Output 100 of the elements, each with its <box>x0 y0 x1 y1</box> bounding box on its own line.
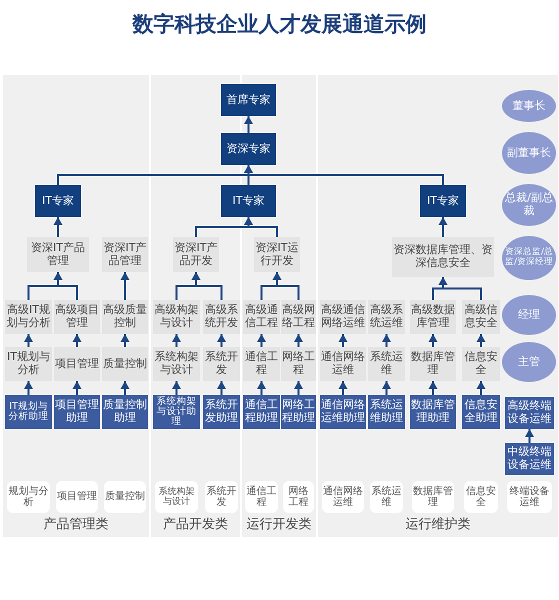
arrow <box>244 116 253 133</box>
arrow <box>217 334 226 347</box>
title: 数字科技企业人才发展通道示例 <box>131 11 428 38</box>
position-box: 高级通信工程 <box>243 300 280 334</box>
rank-oval: 董事长 <box>502 90 556 122</box>
position-box: 高级数据库管理 <box>410 300 456 334</box>
track-box: 系统开发 <box>205 481 238 513</box>
position-box: 质量控制 <box>102 347 148 381</box>
track-box: 通信工程 <box>245 481 278 513</box>
track-box: 数据库管理 <box>412 481 454 513</box>
track-box: 通信网络运维 <box>322 481 364 513</box>
assistant-box: 质量控制助理 <box>102 395 148 429</box>
track-box: 项目管理 <box>56 481 98 513</box>
arrow <box>172 381 181 395</box>
arrow <box>120 272 130 300</box>
arrow <box>192 272 222 300</box>
arrow <box>217 381 226 395</box>
position-box: 资深IT产品管理 <box>27 237 89 272</box>
assistant-box: 信息安全助理 <box>462 395 500 429</box>
position-box: 资深IT运行开发 <box>254 237 300 272</box>
arrow <box>120 334 130 347</box>
arrow <box>382 381 391 395</box>
arrow <box>54 217 62 237</box>
arrow <box>338 334 348 347</box>
position-box: 高级网络工程 <box>281 300 316 334</box>
assistant-box: IT规划与分析助理 <box>5 395 52 429</box>
track-box: 信息安全 <box>464 481 498 513</box>
position-box: 高级信息安全 <box>462 300 500 334</box>
position-box: 高级系统运维 <box>368 300 405 334</box>
expert-box: IT专家 <box>221 185 276 217</box>
track-box: 系统运维 <box>370 481 403 513</box>
position-box: 网络工程 <box>281 347 316 381</box>
expert-box: IT专家 <box>35 185 81 217</box>
assistant-box: 系统运维助理 <box>368 395 405 429</box>
position-box: 数据库管理 <box>410 347 456 381</box>
position-box: 资深数据库管理、资深信息安全 <box>392 237 494 277</box>
arrow <box>525 429 534 443</box>
assistant-box: 通信网络运维助理 <box>320 395 366 429</box>
position-box: 高级构架与设计 <box>153 300 200 334</box>
position-box: 资深IT产品管理 <box>102 237 148 272</box>
assistant-box: 高级终端设备运维 <box>505 397 554 429</box>
arrow <box>428 334 438 347</box>
position-box: 高级系统开发 <box>203 300 240 334</box>
position-box: 通信工程 <box>243 347 280 381</box>
assistant-box: 网络工程助理 <box>281 395 316 429</box>
arrow <box>257 334 266 347</box>
track-box: 系统构架与设计 <box>155 481 198 513</box>
rank-oval: 总裁/副总裁 <box>502 184 556 226</box>
position-box: 高级质量控制 <box>102 300 148 334</box>
arrow <box>438 277 482 300</box>
arrow <box>257 381 266 395</box>
position-box: 信息安全 <box>462 347 500 381</box>
arrow <box>272 272 300 300</box>
category-label: 运行开发类 <box>246 516 312 533</box>
position-box: 项目管理 <box>54 347 100 381</box>
assistant-box: 通信工程助理 <box>243 395 280 429</box>
position-box: 资深IT产品开发 <box>173 237 219 272</box>
assistant-box: 系统开发助理 <box>203 395 240 429</box>
category-panel <box>318 75 558 537</box>
arrow <box>428 381 438 395</box>
arrow <box>476 381 486 395</box>
arrow <box>72 334 82 347</box>
position-box: IT规划与分析 <box>5 347 52 381</box>
expert-box: 首席专家 <box>221 84 276 116</box>
assistant-box: 项目管理助理 <box>54 395 100 429</box>
arrow <box>120 381 130 395</box>
arrow <box>244 217 278 237</box>
expert-box: IT专家 <box>420 185 466 217</box>
assistant-box: 数据库管理助理 <box>410 395 456 429</box>
arrow <box>72 381 82 395</box>
arrow <box>24 334 33 347</box>
position-box: 高级项目管理 <box>54 300 100 334</box>
arrow <box>294 334 303 347</box>
arrow <box>382 334 391 347</box>
arrow <box>54 272 78 300</box>
track-box: 质量控制 <box>104 481 146 513</box>
assistant-box: 中级终端设备运维 <box>505 443 554 475</box>
position-box: 系统构架与设计 <box>153 347 200 381</box>
rank-oval: 经理 <box>502 295 556 335</box>
arrow <box>24 381 33 395</box>
category-panel <box>3 75 149 537</box>
category-label: 产品开发类 <box>162 516 229 533</box>
track-box: 规划与分析 <box>7 481 50 513</box>
track-box: 终端设备运维 <box>507 481 552 513</box>
position-box: 通信网络运维 <box>320 347 366 381</box>
arrow <box>244 165 444 185</box>
expert-box: 资深专家 <box>221 133 276 165</box>
arrow <box>438 217 448 237</box>
position-box: 系统运维 <box>368 347 405 381</box>
position-box: 系统开发 <box>203 347 240 381</box>
position-box: 高级IT规划与分析 <box>5 300 52 334</box>
position-box: 高级通信网络运维 <box>320 300 366 334</box>
arrow <box>338 381 348 395</box>
track-box: 网络工程 <box>283 481 314 513</box>
assistant-box: 系统构架与设计助理 <box>153 395 200 429</box>
category-label: 产品管理类 <box>42 516 110 533</box>
rank-oval: 副董事长 <box>502 132 556 174</box>
arrow <box>294 381 303 395</box>
arrow <box>172 334 181 347</box>
rank-oval: 主管 <box>502 342 556 382</box>
